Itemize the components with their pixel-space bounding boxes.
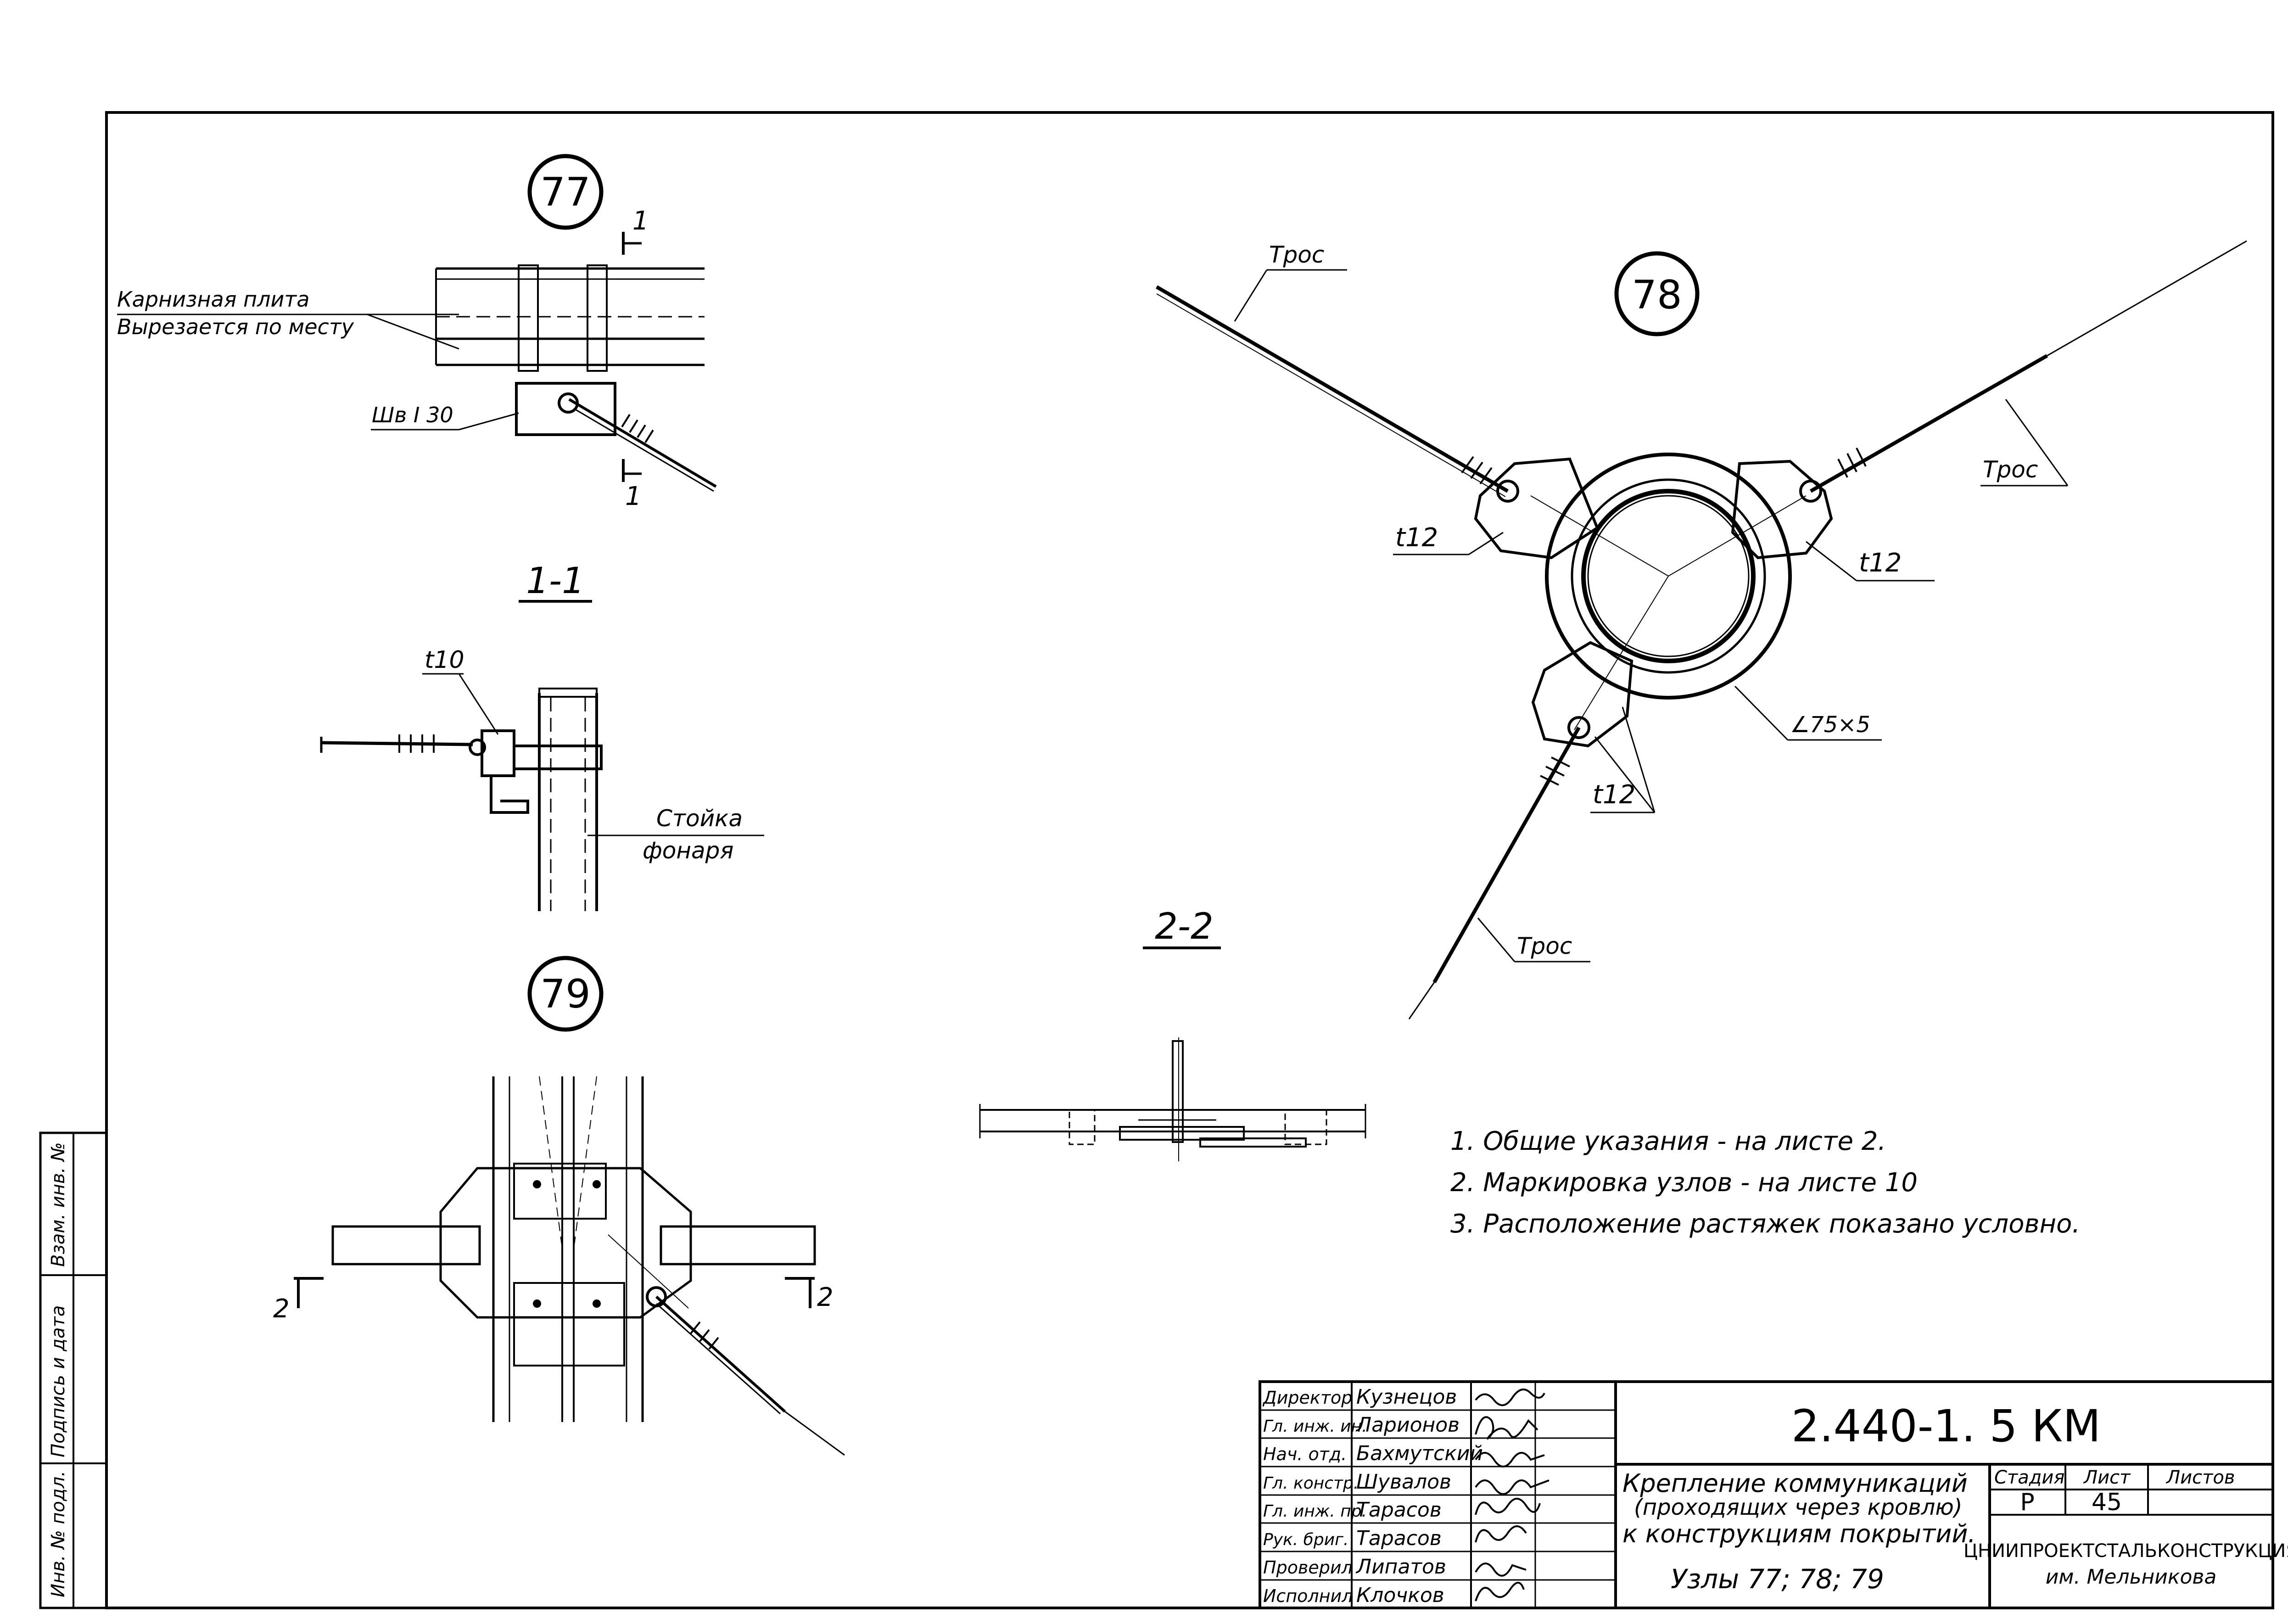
cable-label-left: Трос (1269, 241, 1324, 268)
organization-subtitle: им. Мельникова (2046, 1565, 2217, 1589)
cut-mark-2-right: 2 (817, 1282, 834, 1312)
stage-value: Р (2020, 1489, 2034, 1516)
sheet-value: 45 (2092, 1489, 2122, 1516)
staff-role-8: Исполнил (1263, 1586, 1353, 1606)
staff-role-4: Гл. констр. (1263, 1474, 1359, 1493)
node-78-circle (1614, 251, 1700, 336)
cut-mark-2-left: 2 (273, 1294, 290, 1324)
staff-name-6: Тарасов (1356, 1527, 1442, 1550)
staff-role-5: Гл. инж. пр. (1263, 1502, 1367, 1521)
staff-name-3: Бахмутский (1356, 1442, 1483, 1465)
lantern-post-label-1: Стойка (656, 805, 743, 832)
sheets-header: Листов (2165, 1467, 2235, 1488)
side-stamp-replace-inv: Взам. инв. № (48, 1142, 69, 1267)
signatures (1475, 1389, 1550, 1602)
channel-clamp (515, 382, 616, 436)
staff-name-4: Шувалов (1356, 1470, 1451, 1494)
plate-t10-label: t10 (425, 646, 464, 674)
side-stamp-inv-original: Инв. № подл. (48, 1471, 69, 1597)
general-notes: 1. Общие указания - на листе 2. 2. Марки… (1450, 1126, 2080, 1239)
staff-name-8: Клочков (1356, 1584, 1444, 1607)
title-desc-1: Крепление коммуникаций (1622, 1469, 1968, 1498)
cable-label-bottom: Трос (1517, 933, 1572, 959)
staff-name-5: Тарасов (1356, 1498, 1442, 1522)
title-desc-4: Узлы 77; 78; 79 (1671, 1563, 1884, 1595)
lantern-post-label-2: фонаря (643, 837, 734, 864)
organization-name: ЦНИИПРОЕКТСТАЛЬКОНСТРУКЦИЯ (1964, 1540, 2288, 1562)
sheet-frame (105, 111, 2274, 1609)
staff-role-3: Нач. отд. (1263, 1444, 1347, 1464)
channel-label: Шв I 30 (372, 403, 453, 427)
plate-left (1474, 457, 1599, 560)
section-1-1: 1-1 t10 Стойка фонаря (320, 560, 764, 911)
node-78-number: 78 (1632, 272, 1682, 318)
gusset-plate (439, 1167, 692, 1319)
cable-label-right: Трос (1983, 456, 2038, 483)
note-1: 1. Общие указания - на листе 2. (1450, 1126, 1886, 1156)
plate-right (1731, 459, 1833, 560)
node-79-number: 79 (540, 971, 590, 1017)
drawing-code: 2.440-1. 5 КМ (1791, 1400, 2101, 1452)
node-79-circle (527, 956, 604, 1032)
pipe-outer-ring (1545, 453, 1792, 700)
cornice-cut-label: Вырезается по месту (117, 314, 354, 339)
section-2-2-title: 2-2 (1155, 906, 1213, 947)
section-1-1-title: 1-1 (526, 560, 584, 602)
title-desc-3: к конструкциям покрытий. (1622, 1519, 1976, 1548)
section-2-2: 2-2 (979, 906, 1366, 1161)
title-desc-2: (проходящих через кровлю) (1634, 1495, 1962, 1520)
staff-role-2: Гл. инж. ин. (1263, 1417, 1367, 1436)
staff-role-6: Рук. бриг. (1263, 1530, 1348, 1549)
plate-t10 (481, 729, 515, 777)
side-stamp-signature-date: Подпись и дата (48, 1305, 69, 1457)
note-3: 3. Расположение растяжек показано условн… (1450, 1209, 2080, 1239)
staff-role-1: Директор (1262, 1388, 1352, 1408)
title-block: 2.440-1. 5 КМ Крепление коммуникаций (пр… (1259, 1380, 2288, 1609)
cut-mark-1-bottom: 1 (625, 482, 642, 511)
sheet-header: Лист (2083, 1467, 2131, 1488)
detail-79: 79 2 (273, 956, 845, 1456)
note-2: 2. Маркировка узлов - на листе 10 (1450, 1168, 1918, 1198)
stage-header: Стадия (1994, 1467, 2064, 1488)
node-77-circle (527, 154, 604, 230)
plate-label-left: t12 (1395, 523, 1438, 553)
angle-label: ∠75×5 (1790, 712, 1870, 738)
cornice-plate-label: Карнизная плита (117, 287, 309, 312)
staff-name-1: Кузнецов (1356, 1385, 1457, 1409)
node-77-number: 77 (540, 169, 590, 215)
pipe (1581, 489, 1756, 663)
staff-role-7: Проверил (1263, 1557, 1353, 1578)
side-stamp: Взам. инв. № Подпись и дата Инв. № подл. (39, 1131, 108, 1609)
staff-name-7: Липатов (1355, 1555, 1446, 1579)
plate-label-right: t12 (1859, 548, 1902, 578)
plate-label-bottom: t12 (1593, 780, 1635, 810)
detail-77: 77 1 1 Карнизная плита Вы (117, 154, 717, 511)
cut-mark-1-top: 1 (632, 206, 649, 236)
detail-78: 78 (1155, 240, 2247, 1019)
staff-name-2: Ларионов (1355, 1413, 1460, 1437)
plate-bottom (1531, 641, 1633, 748)
